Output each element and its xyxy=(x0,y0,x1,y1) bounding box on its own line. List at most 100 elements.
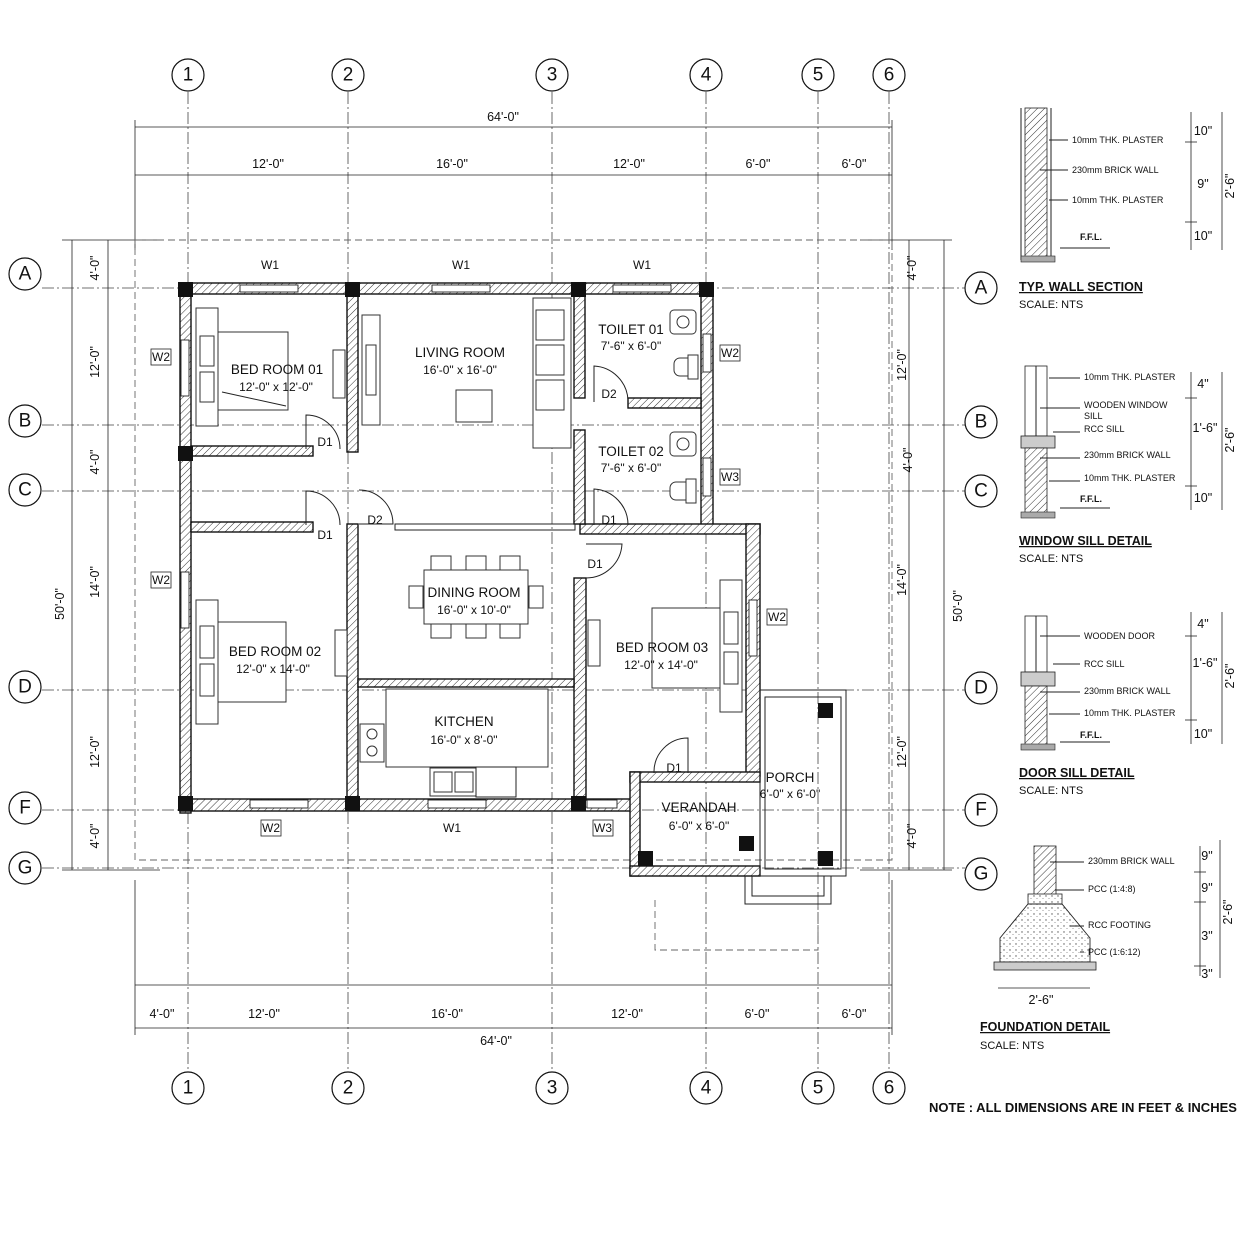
grid-label-d-right: D xyxy=(974,678,988,699)
dim-left-5: 12'-0" xyxy=(88,736,102,768)
dim-right-2: 12'-0" xyxy=(895,349,909,381)
tag-w2-bottom: W2 xyxy=(262,821,280,835)
door-callout-4: 10mm THK. PLASTER xyxy=(1084,708,1176,718)
room-bed3-size: 12'-0" x 14'-0" xyxy=(624,658,698,672)
wall-callout-3: 10mm THK. PLASTER xyxy=(1072,195,1164,205)
dim-right-1: 4'-0" xyxy=(905,256,919,281)
foundation-dim-1: 9" xyxy=(1201,849,1212,863)
tag-w2-bed3: W2 xyxy=(768,610,786,624)
wall-callout-1: 10mm THK. PLASTER xyxy=(1072,135,1164,145)
tag-d2-dining: D2 xyxy=(367,513,383,527)
grid-label-f-right: F xyxy=(975,800,987,821)
dim-bottom-2: 12'-0" xyxy=(248,1007,280,1021)
room-bed1-name: BED ROOM 01 xyxy=(231,362,323,377)
window-callout-1: 10mm THK. PLASTER xyxy=(1084,372,1176,382)
door-callout-3: 230mm BRICK WALL xyxy=(1084,686,1171,696)
dim-top-2: 16'-0" xyxy=(436,157,468,171)
foundation-callout-4: PCC (1:6:12) xyxy=(1088,947,1141,957)
dimensions-top: 64'-0" 12'-0" 16'-0" 12'-0" 6'-0" 6'-0" xyxy=(134,110,893,250)
windows xyxy=(180,284,758,809)
foundation-dim-width: 2'-6" xyxy=(1029,993,1054,1007)
foundation-detail-scale: SCALE: NTS xyxy=(980,1040,1044,1052)
grid-label-a-right: A xyxy=(975,278,988,299)
dim-right-5: 12'-0" xyxy=(895,736,909,768)
tag-w2-bed1: W2 xyxy=(152,350,170,364)
room-dining-name: DINING ROOM xyxy=(428,585,521,600)
room-verandah-size: 6'-0" x 6'-0" xyxy=(669,819,729,833)
tag-w3-bottom: W3 xyxy=(594,821,612,835)
doors xyxy=(305,365,689,774)
door-dim-2: 1'-6" xyxy=(1193,656,1218,670)
foundation-dim-4: 3" xyxy=(1201,967,1212,981)
room-bed3-name: BED ROOM 03 xyxy=(616,640,708,655)
door-dim-3: 10" xyxy=(1194,727,1212,741)
tag-w1-toilet: W1 xyxy=(633,258,651,272)
window-sill-detail: 10mm THK. PLASTER WOODEN WINDOW SILL RCC… xyxy=(1019,365,1237,565)
wall-section-detail: 10mm THK. PLASTER 230mm BRICK WALL 10mm … xyxy=(1019,107,1237,311)
wall-dim-2: 9" xyxy=(1197,177,1208,191)
dimensions-bottom: 4'-0" 12'-0" 16'-0" 12'-0" 6'-0" 6'-0" 6… xyxy=(134,880,893,1048)
dim-right-3: 4'-0" xyxy=(901,448,915,473)
room-bed2-name: BED ROOM 02 xyxy=(229,644,321,659)
room-toilet2-name: TOILET 02 xyxy=(598,444,664,459)
dim-right-6: 4'-0" xyxy=(905,824,919,849)
room-dining-size: 16'-0" x 10'-0" xyxy=(437,603,511,617)
grid-label-b-right: B xyxy=(975,412,988,433)
dim-bottom-4: 12'-0" xyxy=(611,1007,643,1021)
grid-label-3-top: 3 xyxy=(547,65,558,86)
foundation-detail-title: FOUNDATION DETAIL xyxy=(980,1020,1110,1034)
room-living-name: LIVING ROOM xyxy=(415,345,505,360)
window-dim-3: 10" xyxy=(1194,491,1212,505)
tag-w1-living: W1 xyxy=(452,258,470,272)
foundation-callout-3: RCC FOOTING xyxy=(1088,920,1151,930)
wall-dim-total: 2'-6" xyxy=(1223,174,1237,199)
dim-overall-depth-left: 50'-0" xyxy=(53,588,67,620)
grid-label-c-left: C xyxy=(18,480,32,501)
grid-label-d-left: D xyxy=(18,677,32,698)
window-detail-title: WINDOW SILL DETAIL xyxy=(1019,534,1152,548)
dimensions-right: 4'-0" 12'-0" 4'-0" 14'-0" 12'-0" 4'-0" 5… xyxy=(860,239,965,871)
dim-bottom-6: 6'-0" xyxy=(842,1007,867,1021)
foundation-dim-2: 9" xyxy=(1201,881,1212,895)
room-living-size: 16'-0" x 16'-0" xyxy=(423,363,497,377)
wall-dim-1: 10" xyxy=(1194,124,1212,138)
door-callout-2: RCC SILL xyxy=(1084,659,1125,669)
door-detail-title: DOOR SILL DETAIL xyxy=(1019,766,1135,780)
door-detail-scale: SCALE: NTS xyxy=(1019,785,1083,797)
window-dim-total: 2'-6" xyxy=(1223,428,1237,453)
grid-label-2-top: 2 xyxy=(343,65,354,86)
room-toilet1-size: 7'-6" x 6'-0" xyxy=(601,339,661,353)
tag-w3-toilet2: W3 xyxy=(721,470,739,484)
grid-label-2-bottom: 2 xyxy=(343,1078,354,1099)
window-callout-2: WOODEN WINDOW xyxy=(1084,400,1168,410)
wall-detail-title: TYP. WALL SECTION xyxy=(1019,280,1143,294)
dim-top-1: 12'-0" xyxy=(252,157,284,171)
tag-d1-verandah: D1 xyxy=(666,761,682,775)
foundation-dim-total: 2'-6" xyxy=(1221,900,1235,925)
tag-d1-toilet2: D1 xyxy=(601,513,617,527)
wall-dim-3: 10" xyxy=(1194,229,1212,243)
room-toilet2-size: 7'-6" x 6'-0" xyxy=(601,461,661,475)
room-kitchen-size: 16'-0" x 8'-0" xyxy=(430,733,497,747)
foundation-callout-1: 230mm BRICK WALL xyxy=(1088,856,1175,866)
grid-label-g-left: G xyxy=(18,858,33,879)
grid-label-a-left: A xyxy=(19,264,32,285)
grid-label-c-right: C xyxy=(974,481,988,502)
window-callout-6: 10mm THK. PLASTER xyxy=(1084,473,1176,483)
dim-left-4: 14'-0" xyxy=(88,566,102,598)
dimensions-left: 4'-0" 12'-0" 4'-0" 14'-0" 12'-0" 4'-0" 5… xyxy=(53,239,160,871)
door-callout-ffl: F.F.L. xyxy=(1080,730,1102,740)
dim-left-3: 4'-0" xyxy=(88,450,102,475)
grid-bubbles-bottom: 1 2 3 4 5 6 xyxy=(171,1071,906,1105)
wall-callout-ffl: F.F.L. xyxy=(1080,232,1102,242)
window-callout-5: 230mm BRICK WALL xyxy=(1084,450,1171,460)
door-sill-detail: WOODEN DOOR RCC SILL 230mm BRICK WALL 10… xyxy=(1019,612,1237,797)
dim-overall-width-top: 64'-0" xyxy=(487,110,519,124)
dim-top-5: 6'-0" xyxy=(842,157,867,171)
grid-label-g-right: G xyxy=(974,864,989,885)
grid-label-4-top: 4 xyxy=(701,65,712,86)
foundation-detail: 230mm BRICK WALL PCC (1:4:8) RCC FOOTING… xyxy=(980,840,1235,1052)
dim-bottom-1: 4'-0" xyxy=(150,1007,175,1021)
grid-label-4-bottom: 4 xyxy=(701,1078,712,1099)
room-verandah-name: VERANDAH xyxy=(661,800,736,815)
